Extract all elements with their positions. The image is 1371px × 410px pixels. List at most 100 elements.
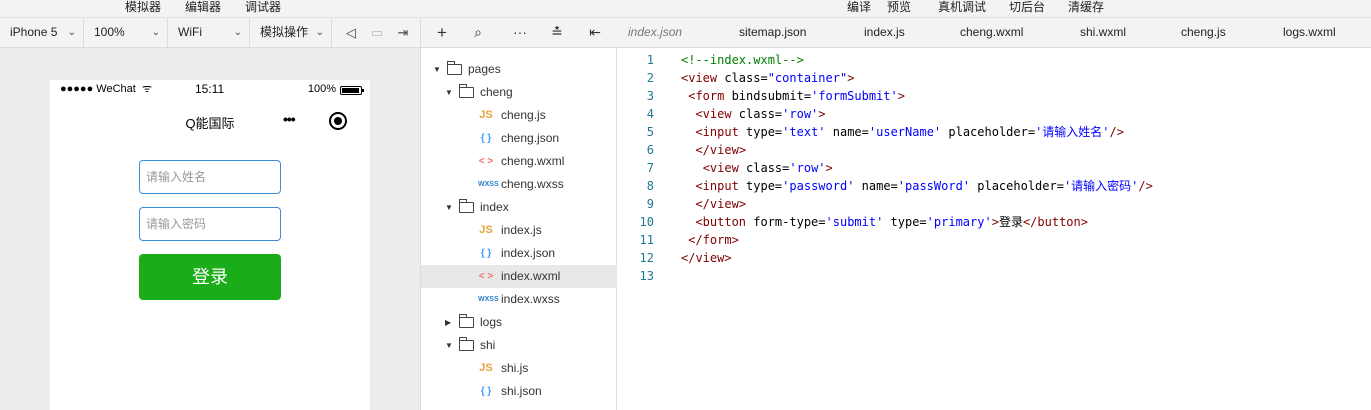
search-icon[interactable]: ⌕ [474, 24, 482, 40]
device-select-value: iPhone 5 [10, 25, 58, 39]
network-select-value: WiFi [178, 25, 202, 39]
menu-remote-debug[interactable]: 真机调试 [938, 0, 987, 14]
page-title-text: Q能国际 [185, 116, 235, 131]
device-select[interactable]: iPhone 5 ⌄ [0, 18, 84, 47]
editor-tab[interactable]: index.json [628, 25, 683, 39]
wxss-file-icon: WXSS [478, 181, 499, 188]
tree-file[interactable]: < >index.wxml [421, 265, 617, 288]
line-number: 11 [639, 233, 654, 247]
line-number: 2 [646, 71, 654, 85]
tree-folder[interactable]: ▼shi [421, 334, 617, 357]
chevron-down-icon: ⌄ [67, 27, 76, 38]
speaker-icon[interactable]: ◁ [346, 25, 356, 40]
folder-icon [459, 199, 474, 213]
status-time: 15:11 [195, 82, 225, 96]
editor-tab[interactable]: cheng.wxml [960, 25, 1024, 39]
code-text: <input type='text' name='userName' place… [695, 125, 1124, 139]
tree-folder[interactable]: ▼ pages [421, 58, 617, 81]
code-editor[interactable]: 1<!--index.wxml-->2<view class="containe… [617, 48, 1371, 410]
menu-simulator[interactable]: 模拟器 [125, 0, 162, 14]
menu-editor[interactable]: 编辑器 [185, 0, 222, 14]
tree-item-label: index.js [501, 223, 542, 237]
editor-tab[interactable]: cheng.js [1181, 25, 1226, 39]
wifi-icon: ᯤ [142, 83, 153, 95]
wxss-file-icon: WXSS [478, 296, 499, 303]
code-text: <!--index.wxml--> [681, 53, 804, 67]
line-number: 8 [646, 179, 654, 193]
menu-debugger[interactable]: 调试器 [245, 0, 282, 14]
tree-item-label: pages [468, 62, 501, 76]
tree-item-label: shi.json [501, 384, 542, 398]
tree-folder[interactable]: ▼ index [421, 196, 617, 219]
password-input[interactable]: 请输入密码 [139, 207, 281, 241]
zoom-select-value: 100% [94, 25, 125, 39]
simulate-operation-select[interactable]: 模拟操作⌄ [250, 18, 332, 47]
code-text: <input type='password' name='passWord' p… [695, 179, 1153, 193]
folder-icon [459, 84, 474, 98]
editor-tab[interactable]: shi.wxml [1080, 25, 1127, 39]
collapse-icon[interactable]: ⇤ [589, 24, 601, 40]
tree-item-label: logs [480, 315, 503, 329]
tree-file[interactable]: { } cheng.json [421, 127, 617, 150]
line-number: 12 [639, 251, 654, 265]
carrier-text: ●●●●● WeChat [60, 83, 136, 95]
tree-folder[interactable]: ▶ logs [421, 311, 617, 334]
close-capsule-icon[interactable] [329, 112, 347, 130]
code-text: <view class="container"> [681, 71, 855, 85]
zoom-select[interactable]: 100% ⌄ [84, 18, 168, 47]
chevron-down-icon[interactable]: ▼ [433, 65, 441, 74]
tree-folder[interactable]: ▼cheng [421, 81, 617, 104]
code-text: <view class='row'> [702, 161, 833, 175]
add-icon[interactable]: + [437, 23, 447, 42]
js-file-icon: JS [479, 109, 493, 121]
menu-background[interactable]: 切后台 [1009, 0, 1046, 14]
battery-icon [340, 86, 364, 95]
line-number: 7 [646, 161, 654, 175]
chevron-down-icon[interactable]: ▼ [445, 203, 453, 212]
chevron-down-icon[interactable]: ▼ [445, 341, 453, 350]
name-input[interactable]: 请输入姓名 [139, 160, 281, 194]
json-file-icon: { } [480, 133, 492, 144]
network-select[interactable]: WiFi ⌄ [168, 18, 250, 47]
folder-icon [459, 314, 474, 328]
more-icon[interactable]: ··· [513, 24, 527, 40]
phone-screen: ●●●●● WeChat ᯤ 15:11 100% Q能国际 ••• 请输入姓名… [50, 80, 370, 410]
code-text: </view> [695, 197, 747, 211]
chevron-down-icon: ⌄ [151, 27, 160, 38]
json-file-icon: { } [480, 386, 492, 397]
top-menu-bar: 模拟器 编辑器 调试器 编译 预览 真机调试 切后台 清缓存 [0, 0, 1371, 18]
tree-item-label: index.wxml [501, 269, 561, 283]
line-number: 13 [639, 269, 654, 283]
tree-file[interactable]: { }index.json [421, 242, 617, 265]
line-number: 10 [639, 215, 654, 229]
editor-tab[interactable]: logs.wxml [1283, 25, 1336, 39]
js-file-icon: JS [479, 224, 493, 236]
chevron-down-icon: ⌄ [233, 27, 242, 38]
editor-tab[interactable]: sitemap.json [739, 25, 807, 39]
menu-clear-cache[interactable]: 清缓存 [1068, 0, 1105, 14]
tree-file[interactable]: < >cheng.wxml [421, 150, 617, 173]
detach-icon[interactable]: ⇥ [397, 25, 409, 40]
menu-compile[interactable]: 编译 [847, 0, 872, 14]
chevron-right-icon[interactable]: ▶ [445, 318, 452, 327]
tree-file[interactable]: JS index.js [421, 219, 617, 242]
login-button[interactable]: 登录 [139, 254, 281, 300]
editor-tab[interactable]: index.js [864, 25, 905, 39]
folder-icon [459, 337, 474, 351]
tree-item-label: cheng.json [501, 131, 560, 145]
tree-item-label: index [480, 200, 509, 214]
menu-preview[interactable]: 预览 [887, 0, 912, 14]
tree-file[interactable]: { } shi.json [421, 380, 617, 403]
code-text: </view> [681, 251, 732, 265]
sort-icon[interactable]: ≛ [551, 24, 563, 40]
js-file-icon: JS [479, 362, 493, 374]
chevron-down-icon[interactable]: ▼ [445, 88, 453, 97]
line-number: 6 [646, 143, 654, 157]
code-text: <view class='row'> [695, 107, 826, 121]
more-icon[interactable]: ••• [283, 111, 296, 127]
window-icon[interactable]: ▭ [370, 25, 384, 40]
